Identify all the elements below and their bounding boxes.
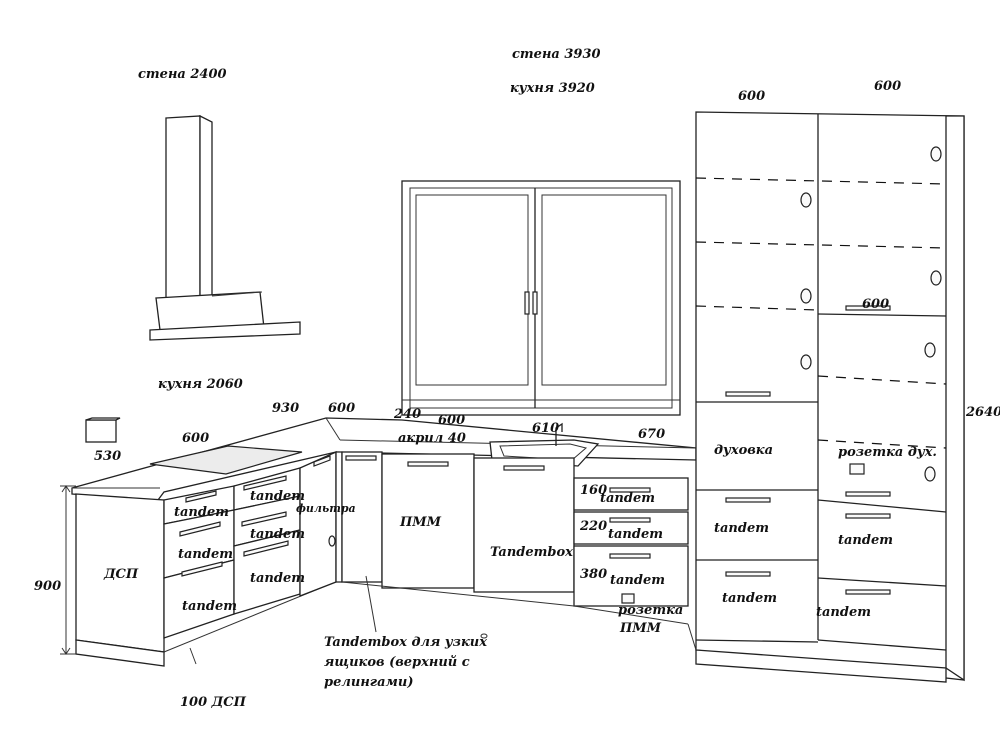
label-oven: духовка	[714, 443, 773, 458]
dim-530: 530	[94, 449, 121, 464]
label-kitchen-main: кухня 3920	[510, 81, 595, 96]
window-sill-block	[85, 419, 117, 443]
tall-cabinets	[687, 111, 965, 683]
tandem-tall-1: tandem	[714, 521, 769, 536]
dim-600-shelf: 600	[862, 297, 889, 312]
window	[401, 180, 681, 416]
dim-670: 670	[638, 427, 665, 442]
label-wall-left: стена 2400	[138, 67, 227, 82]
dim-600-hob: 600	[182, 431, 209, 446]
tandem-tall-2: tandem	[722, 591, 777, 606]
hob	[149, 445, 303, 475]
label-dsp: ДСП	[103, 567, 139, 582]
dimension-lines	[60, 417, 377, 665]
range-hood	[149, 114, 301, 341]
tandem-tall-4: tandem	[816, 605, 871, 620]
faucet-icon	[555, 422, 563, 446]
dim-900: 900	[34, 579, 61, 594]
tandem-left-3: tandem	[182, 599, 237, 614]
dim-600-mid: 600	[438, 413, 465, 428]
tandem-corner-1: tandem	[250, 489, 305, 504]
dim-610: 610	[532, 421, 559, 436]
note-line-1: Tandembox для узких	[324, 635, 487, 650]
tandem-tall-3: tandem	[838, 533, 893, 548]
label-kitchen-left: кухня 2060	[158, 377, 243, 392]
label-acryl: акрил 40	[398, 431, 466, 446]
label-filter: фильтра	[296, 502, 356, 515]
label-plinth-dsp: 100 ДСП	[180, 695, 247, 710]
tandem-corner-2: tandem	[250, 527, 305, 542]
socket-pmm-icon	[621, 593, 635, 604]
tandem-left-2: tandem	[178, 547, 233, 562]
dim-380: 380	[580, 567, 607, 582]
label-tandembox: Tandembox	[490, 545, 573, 560]
dim-600-tall-left: 600	[738, 89, 765, 104]
annotations: стена 2400 стена 3930 кухня 3920 кухня 2…	[34, 47, 1000, 710]
left-cabinets	[75, 450, 343, 667]
dim-220: 220	[579, 519, 607, 534]
label-socket-pmm-1: розетка	[618, 603, 683, 618]
dim-240: 240	[393, 407, 421, 422]
tandem-mid-2: tandem	[608, 527, 663, 542]
tandem-mid-3: tandem	[610, 573, 665, 588]
note-line-2: ящиков (верхний с	[324, 655, 470, 670]
note-line-3: релингами)	[324, 675, 414, 690]
label-socket-oven: розетка дух.	[838, 445, 937, 460]
middle-cabinets	[341, 451, 689, 639]
tandem-mid-1: tandem	[600, 491, 655, 506]
label-socket-pmm-2: ПММ	[619, 621, 662, 636]
label-pmm: ПММ	[399, 515, 442, 530]
dim-2640: 2640	[965, 405, 1000, 420]
dim-600-corner: 600	[328, 401, 355, 416]
dim-600-tall-right: 600	[874, 79, 901, 94]
tandem-left-1: tandem	[174, 505, 229, 520]
label-wall-main: стена 3930	[512, 47, 601, 62]
dim-930: 930	[272, 401, 299, 416]
tandem-corner-3: tandem	[250, 571, 305, 586]
socket-oven-icon	[849, 463, 865, 475]
dim-160: 160	[580, 483, 607, 498]
